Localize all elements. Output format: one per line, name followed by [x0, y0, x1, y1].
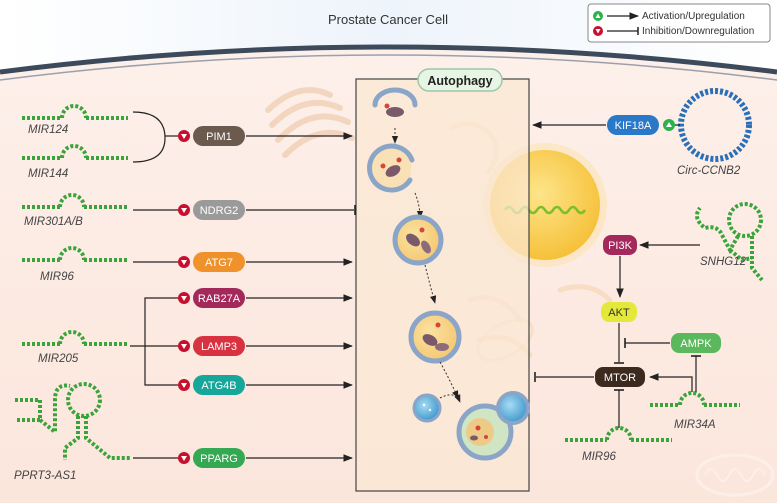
circ-ccnb2-label: Circ-CCNB2 — [677, 165, 741, 177]
inhibition-icon-atg7 — [178, 256, 190, 268]
legend: Activation/Upregulation Inhibition/Downr… — [587, 3, 771, 43]
lamp3-node: LAMP3 — [193, 336, 245, 356]
pim1-node: PIM1 — [193, 126, 245, 146]
inhibition-icon-pim1 — [178, 130, 190, 142]
autophagy-label-bg — [417, 68, 503, 92]
mir124-label: MIR124 — [28, 124, 68, 136]
svg-text:ATG7: ATG7 — [205, 257, 233, 269]
autophagosome — [392, 214, 444, 266]
svg-text:MTOR: MTOR — [604, 372, 636, 384]
pi3k-node: PI3K — [603, 235, 637, 255]
pprt3-as1-rna — [15, 382, 130, 460]
svg-text:AKT: AKT — [608, 307, 630, 319]
mitochondrion — [695, 453, 775, 497]
phagophore — [372, 87, 418, 117]
mir96-left-label: MIR96 — [40, 271, 74, 283]
svg-text:AMPK: AMPK — [680, 338, 712, 350]
mir34a-rna — [650, 391, 740, 407]
svg-text:LAMP3: LAMP3 — [201, 341, 237, 353]
snhg12-rna — [694, 202, 764, 282]
mir34a-to-mtor-arrow — [649, 373, 693, 392]
svg-text:NDRG2: NDRG2 — [200, 205, 239, 217]
kif18a-node: KIF18A — [607, 115, 659, 135]
legend-activation-label: Activation/Upregulation — [642, 11, 745, 22]
svg-text:PIM1: PIM1 — [206, 131, 232, 143]
pprt3-as1-label: PPRT3-AS1 — [14, 470, 76, 482]
autolysosome — [456, 391, 530, 461]
expanding-phagophore — [367, 143, 415, 193]
mir205-rna — [22, 330, 128, 346]
mir34a-label: MIR34A — [674, 419, 716, 431]
circ-ccnb2-rna — [678, 88, 752, 162]
svg-text:ATG4B: ATG4B — [201, 380, 236, 392]
mir205-branch — [144, 297, 178, 386]
inhibition-icon-atg4b — [178, 379, 190, 391]
pparg-node: PPARG — [193, 448, 245, 468]
ndrg2-node: NDRG2 — [193, 200, 245, 220]
svg-text:RAB27A: RAB27A — [198, 293, 241, 305]
lysosome — [412, 393, 442, 423]
mir144-rna — [22, 144, 128, 160]
mir205-label: MIR205 — [38, 353, 79, 365]
inhibition-icon-ndrg2 — [178, 204, 190, 216]
mir301-label: MIR301A/B — [24, 216, 83, 228]
mir96-left-rna — [22, 246, 128, 262]
mir144-label: MIR144 — [28, 168, 68, 180]
svg-text:PPARG: PPARG — [200, 453, 238, 465]
inhibition-icon-rab27a — [178, 292, 190, 304]
mir124-144-merge-line — [132, 111, 166, 163]
mir301-rna — [22, 193, 128, 209]
activation-icon-kif18a — [663, 119, 675, 131]
akt-node: AKT — [601, 302, 637, 322]
rab27a-node: RAB27A — [193, 288, 245, 308]
legend-inhibition-label: Inhibition/Downregulation — [642, 26, 754, 37]
snhg12-label: SNHG12 — [700, 256, 747, 268]
mir96-bottom-label: MIR96 — [582, 451, 616, 463]
mature-autophagosome — [408, 310, 462, 364]
diagram-title: Prostate Cancer Cell — [328, 12, 448, 27]
inhibition-icon-pparg — [178, 452, 190, 464]
cell-membrane — [0, 44, 777, 75]
autophagy-label: Autophagy — [427, 74, 492, 88]
mir124-rna — [22, 104, 128, 120]
mtor-node: MTOR — [595, 367, 645, 387]
svg-text:KIF18A: KIF18A — [615, 120, 652, 132]
svg-text:PI3K: PI3K — [608, 240, 633, 252]
mir96-bottom-rna — [565, 426, 672, 442]
inhibition-icon-lamp3 — [178, 340, 190, 352]
atg4b-node: ATG4B — [193, 375, 245, 395]
atg7-node: ATG7 — [193, 252, 245, 272]
ampk-node: AMPK — [671, 333, 721, 353]
